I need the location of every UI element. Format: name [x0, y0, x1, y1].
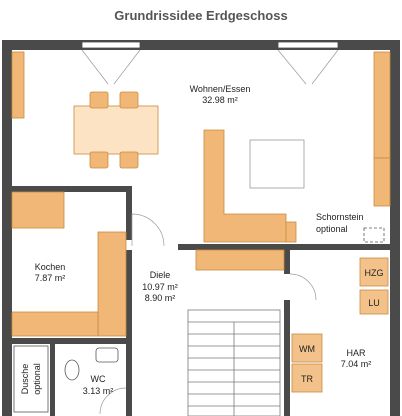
dining-set — [73, 91, 159, 169]
window-swing-2b — [311, 49, 339, 85]
label-wc-area: 3.13 m² — [83, 386, 114, 396]
window-swing-1a — [81, 49, 109, 85]
label-wc: WC — [91, 374, 106, 384]
label-dusche-optional: optional — [32, 363, 42, 395]
right-cabinet-top — [373, 51, 391, 159]
door-wc-arc — [99, 387, 127, 415]
label-har: HAR — [346, 348, 366, 358]
shower-tray — [13, 345, 49, 413]
bathroom-fixtures — [13, 345, 119, 413]
hzg-box — [359, 257, 389, 287]
label-diele-area-1: 10.97 m² — [142, 282, 178, 292]
staircase — [187, 309, 281, 416]
wall-wc-left — [50, 344, 55, 416]
hall-cabinet-row — [195, 249, 285, 271]
chair-top-1 — [89, 91, 109, 109]
wall-right — [390, 40, 400, 416]
window-swings — [81, 49, 339, 85]
left-sideboard — [11, 51, 25, 119]
sofa-arm — [285, 221, 297, 243]
right-cabinet — [373, 51, 391, 207]
har-appliances — [291, 257, 389, 393]
wall-top — [2, 40, 400, 50]
label-schornstein-optional: optional — [316, 224, 348, 234]
label-lu: LU — [368, 298, 380, 308]
counter-bottom — [11, 311, 99, 337]
plan-title: Grundrissidee Erdgeschoss — [114, 8, 288, 23]
kitchen-counters — [11, 191, 127, 337]
wall-left — [2, 40, 12, 416]
dining-table — [73, 105, 159, 155]
chair-bottom-2 — [119, 151, 139, 169]
tr-box — [291, 363, 323, 393]
wall-kitchen-right-low — [126, 250, 132, 340]
window-swing-1b — [113, 49, 141, 85]
label-kochen-area: 7.87 m² — [35, 273, 66, 283]
label-tr: TR — [301, 374, 313, 384]
window-top-1 — [81, 41, 141, 49]
chimney-box — [363, 227, 385, 243]
chair-top-2 — [119, 91, 139, 109]
doors — [99, 213, 317, 415]
wall-kitchen-top — [2, 186, 126, 192]
door-har-arc — [289, 273, 317, 301]
lu-box — [359, 289, 389, 315]
interior-walls — [2, 186, 390, 416]
label-diele: Diele — [150, 270, 171, 280]
label-diele-area-2: 8.90 m² — [145, 293, 176, 303]
coffee-table — [249, 139, 305, 189]
label-wohnen: Wohnen/Essen — [190, 84, 251, 94]
stair-outline — [187, 309, 281, 416]
counter-top — [11, 191, 65, 229]
wall-har-left — [284, 250, 290, 274]
wc-sink — [95, 347, 119, 363]
wall-kitchen-right — [126, 186, 132, 240]
label-wohnen-area: 32.98 m² — [202, 95, 238, 105]
chimney-marker — [363, 227, 385, 243]
label-wm: WM — [299, 344, 315, 354]
room-labels: Wohnen/Essen 32.98 m² Kochen 7.87 m² Die… — [20, 84, 384, 396]
sofa-body — [203, 129, 287, 243]
label-dusche: Dusche — [20, 364, 30, 395]
windows-top — [81, 41, 339, 49]
wall-diele-top — [178, 244, 390, 250]
chair-bottom-1 — [89, 151, 109, 169]
window-swing-2a — [277, 49, 307, 85]
wall-kitchen-bottom — [2, 338, 132, 344]
sofa — [203, 129, 297, 243]
label-hzg: HZG — [365, 268, 384, 278]
door-kitchen-arc — [131, 213, 165, 247]
wall-wc-right — [126, 344, 132, 416]
window-top-2 — [277, 41, 339, 49]
wm-box — [291, 333, 323, 363]
right-cabinet-bottom — [373, 157, 391, 207]
wall-har-left-low — [284, 300, 290, 416]
dining-chairs — [89, 91, 139, 169]
label-kochen: Kochen — [35, 262, 66, 272]
counter-right — [97, 231, 127, 337]
label-har-area: 7.04 m² — [341, 359, 372, 369]
label-schornstein: Schornstein — [316, 212, 364, 222]
toilet — [64, 359, 80, 381]
outer-walls — [2, 40, 400, 416]
hall-cabinet — [195, 249, 285, 271]
